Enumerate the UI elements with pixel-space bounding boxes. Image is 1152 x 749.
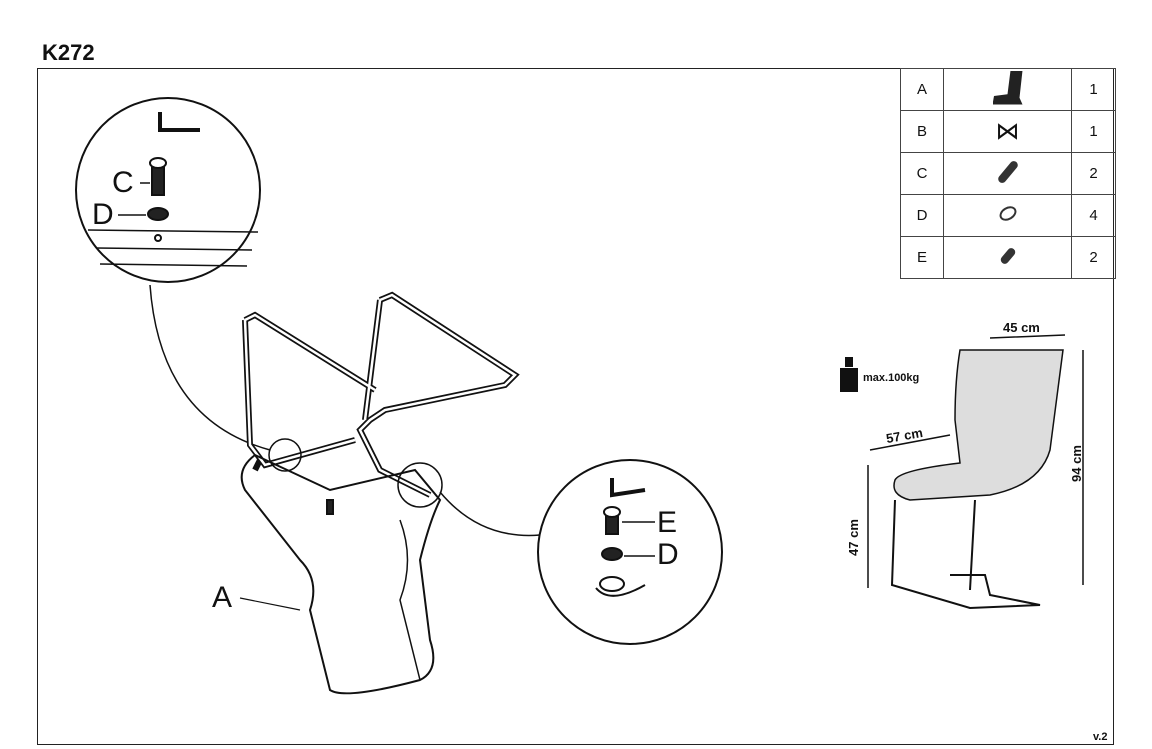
part-qty: 1 [1071, 110, 1116, 153]
seat-a [240, 453, 442, 695]
detail-circle-top [75, 97, 261, 283]
callout-e: E [657, 506, 678, 539]
part-id: B [900, 110, 944, 153]
table-row: B ⋈ 1 [900, 110, 1116, 153]
detail-circle-right [537, 459, 723, 645]
frame-b [242, 291, 520, 498]
short-bolt-icon [998, 246, 1017, 265]
washer-icon [996, 203, 1019, 224]
max-load-label: max.100kg [863, 372, 920, 384]
part-qty: 2 [1071, 236, 1116, 279]
dimension-height: 94 cm [1068, 445, 1084, 482]
frame-icon: ⋈ [995, 118, 1020, 145]
version-label: v.2 [1093, 731, 1108, 743]
part-qty: 1 [1071, 68, 1116, 111]
part-id: A [900, 68, 944, 111]
callout-d-top: D [92, 198, 114, 231]
part-id: D [900, 194, 944, 237]
part-qty: 4 [1071, 194, 1116, 237]
long-bolt-icon [996, 158, 1019, 185]
diagram-frame [37, 68, 1114, 745]
model-title: K272 [42, 40, 95, 65]
allen-key-icon [610, 478, 646, 498]
callout-d-right: D [657, 538, 679, 571]
part-qty: 2 [1071, 152, 1116, 195]
washer-icon [147, 207, 169, 221]
callout-a: A [212, 581, 233, 614]
chair-seat-icon [992, 70, 1023, 105]
weight-icon [840, 357, 858, 392]
dimension-seat-height: 47 cm [845, 519, 861, 556]
chair-dimension-drawing [867, 334, 1084, 610]
part-id: E [900, 236, 944, 279]
allen-key-icon [158, 112, 200, 132]
part-id: C [900, 152, 944, 195]
dimension-width: 45 cm [1003, 320, 1040, 335]
callout-c: C [112, 166, 134, 199]
